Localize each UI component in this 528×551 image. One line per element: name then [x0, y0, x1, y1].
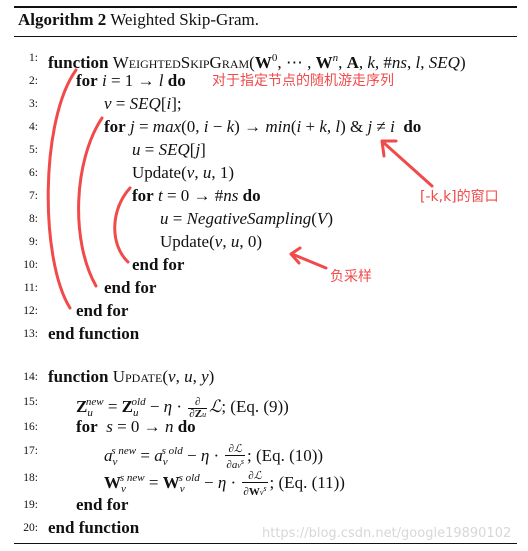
line-code: function WeightedSkipGram(W0, ⋯ , Wn, A,… [48, 52, 466, 72]
line-code: end function [48, 324, 140, 343]
line-number: 18: [23, 472, 38, 484]
top-rule [14, 6, 517, 8]
line-code: end for [76, 301, 129, 320]
line-number: 4: [29, 121, 38, 133]
line-code: for j = max(0, i − k) → min(i + k, l) & … [104, 117, 422, 136]
algorithm-caption: Algorithm 2 Weighted Skip-Gram. [18, 10, 259, 30]
arrow-negative [290, 252, 328, 270]
line-number: 8: [29, 213, 38, 225]
line-code: v = SEQ[i]; [104, 94, 182, 113]
line-code: for t = 0 → #ns do [132, 186, 261, 205]
line-code: u = SEQ[j] [132, 140, 206, 159]
bottom-rule [14, 543, 517, 544]
line-code: for i = 1 → l do [76, 71, 186, 90]
line-code: u = NegativeSampling(V) [160, 209, 333, 228]
annotation-negative: 负采样 [330, 269, 372, 285]
line-number: 17: [23, 445, 38, 457]
line-code: end for [132, 255, 185, 274]
line-code: Wvs new = Wvs old − η · ∂ℒ∂Wvs; (Eq. (11… [104, 469, 345, 498]
line-number: 14: [23, 371, 38, 383]
line-number: 7: [29, 190, 38, 202]
line-code: end for [104, 278, 157, 297]
line-number: 12: [23, 305, 38, 317]
bracket-walk-loop [46, 68, 78, 310]
line-number: 20: [23, 522, 38, 534]
arrow-window [382, 141, 434, 188]
arrow-negative-head [289, 246, 302, 265]
line-number: 9: [29, 236, 38, 248]
caption-label: Algorithm 2 [18, 10, 107, 29]
line-number: 16: [23, 421, 38, 433]
line-code: function Update(v, u, y) [48, 367, 215, 386]
line-number: 19: [23, 499, 38, 511]
line-number: 6: [29, 167, 38, 179]
line-number: 11: [23, 282, 38, 294]
line-number: 1: [29, 52, 38, 64]
annotation-window: [-k,k]的窗口 [420, 189, 499, 205]
line-code: Update(v, u, 1) [132, 163, 234, 182]
line-number: 15: [23, 396, 38, 408]
line-code: end for [76, 495, 129, 514]
line-number: 5: [29, 144, 38, 156]
line-number: 10: [23, 259, 38, 271]
line-code: Update(v, u, 0) [160, 232, 262, 251]
line-code: end function [48, 518, 140, 537]
watermark: https://blog.csdn.net/google19890102 [262, 526, 512, 541]
line-code: for s = 0 → n do [76, 417, 196, 436]
line-number: 13: [23, 328, 38, 340]
caption-rule [14, 36, 517, 37]
caption-title: Weighted Skip-Gram. [110, 10, 260, 29]
annotation-walk: 对于指定节点的随机游走序列 [212, 73, 394, 89]
line-number: 3: [29, 98, 38, 110]
arrow-window-head [380, 139, 398, 158]
bracket-negative-loop [113, 186, 132, 264]
line-code: avs new = avs old − η · ∂ℒ∂avs; (Eq. (10… [104, 442, 324, 471]
line-number: 2: [29, 75, 38, 87]
bracket-window-loop [77, 116, 104, 288]
